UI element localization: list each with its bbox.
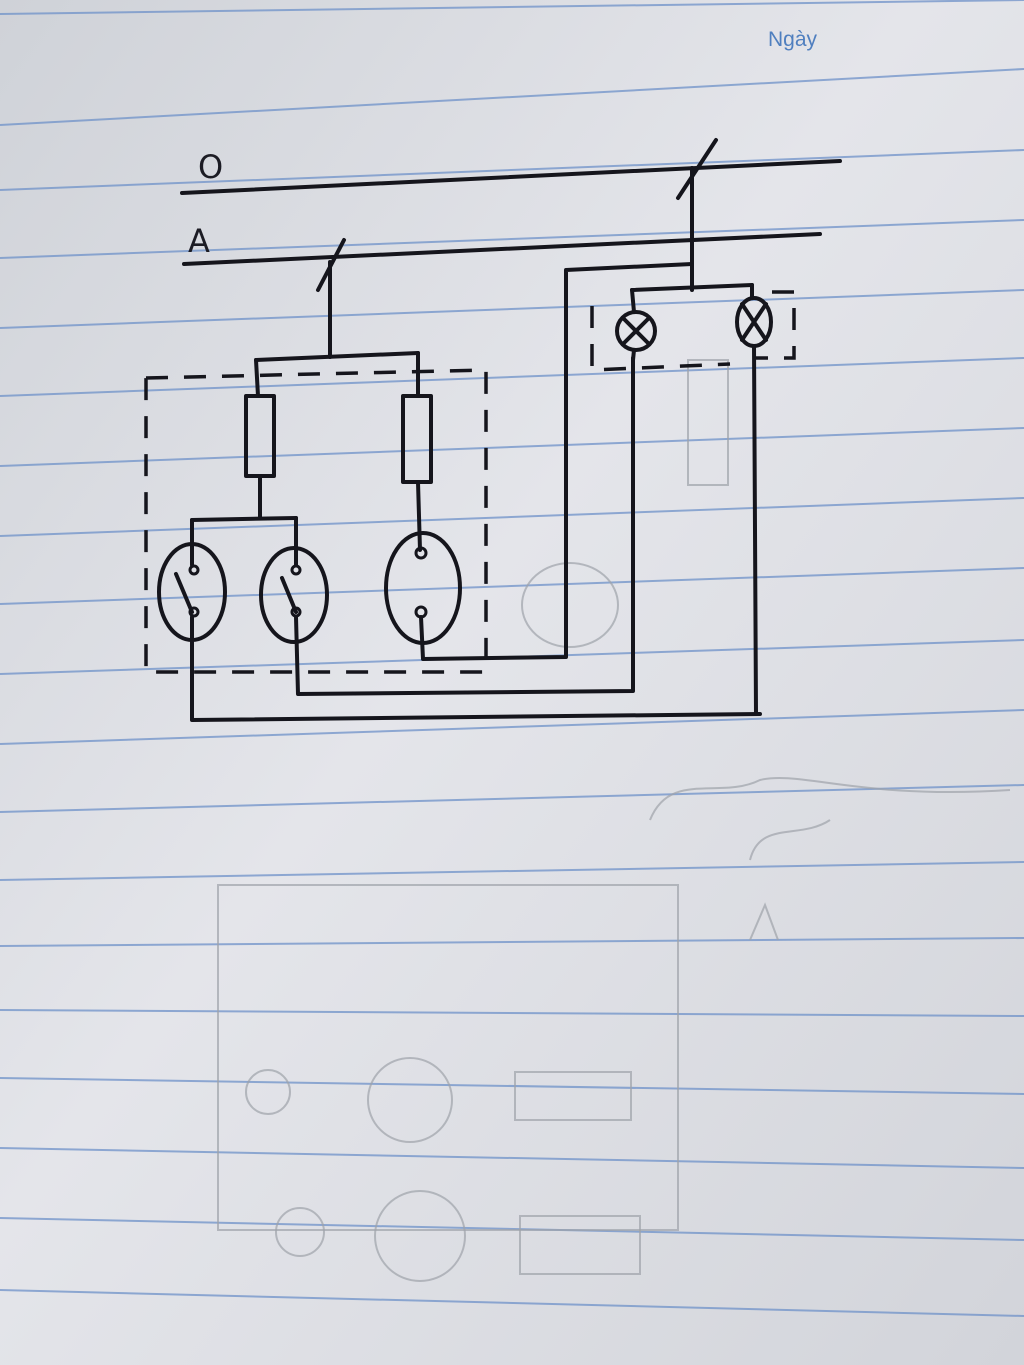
line-label-a: A: [188, 222, 210, 260]
tap-mark-o: [676, 138, 718, 200]
switchboard-box: [144, 368, 488, 674]
lamp-1-down: [631, 348, 636, 362]
switch1-return: [190, 615, 762, 722]
lamp-1-top: [630, 288, 636, 314]
lamp-2-down: [752, 344, 758, 716]
show-through-sketch: [217, 359, 1011, 1282]
switch-feed-bar: [190, 516, 298, 522]
fuse2-out: [416, 480, 422, 552]
bus-left-drop: [254, 358, 260, 398]
socket-return: [419, 262, 694, 661]
line-a: [182, 232, 822, 266]
line-label-o: O: [198, 148, 223, 186]
lamp-box: [590, 290, 796, 372]
switch-2: [259, 546, 329, 644]
lamp-bus: [630, 283, 754, 292]
switch2-return: [294, 356, 635, 696]
date-label: Ngày: [768, 28, 818, 51]
line-o: [180, 159, 842, 195]
panel-bus: [254, 351, 420, 362]
